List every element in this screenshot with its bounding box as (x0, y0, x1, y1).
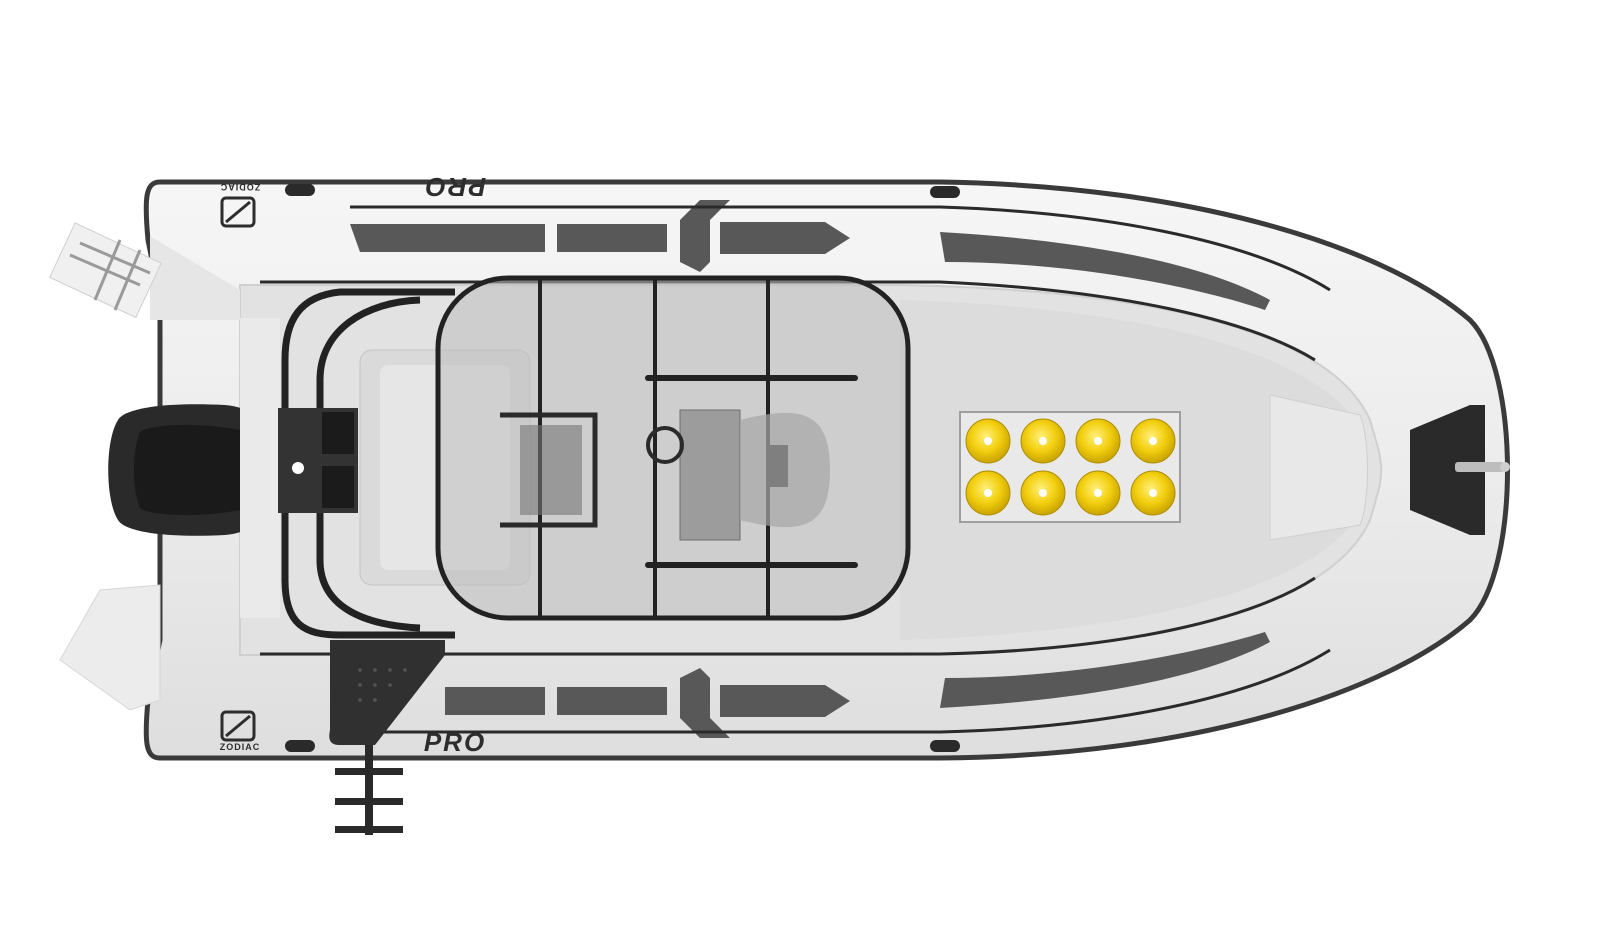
swim-ladder (335, 745, 403, 835)
zodiac-logo-bottom: ZODIAC (220, 710, 261, 752)
stern-step (329, 640, 445, 745)
helm-console (646, 409, 830, 541)
stern-wedge-top (150, 236, 240, 320)
t-top-canopy (435, 275, 911, 621)
outboard-engine (108, 404, 275, 536)
bow-locker (1269, 394, 1368, 541)
tank-rack (959, 411, 1181, 523)
stern-wedge-bottom (59, 584, 161, 711)
pro-label-bottom: PRO (424, 727, 486, 757)
zodiac-logo-top: ZODIAC (220, 182, 261, 228)
zodiac-label-bottom: ZODIAC (220, 742, 261, 752)
engine-mount-block (278, 408, 358, 513)
helm-seat (500, 412, 598, 528)
jacklines (260, 205, 1331, 734)
zodiac-label-top: ZODIAC (220, 182, 261, 192)
tube-stripes-top (350, 200, 1270, 310)
tube-handles (285, 184, 960, 752)
boarding-ladder (49, 222, 162, 319)
pro-label-top: PRO (424, 172, 486, 202)
tube-stripes-bottom (445, 632, 1270, 738)
bow-fitting (1410, 405, 1510, 535)
